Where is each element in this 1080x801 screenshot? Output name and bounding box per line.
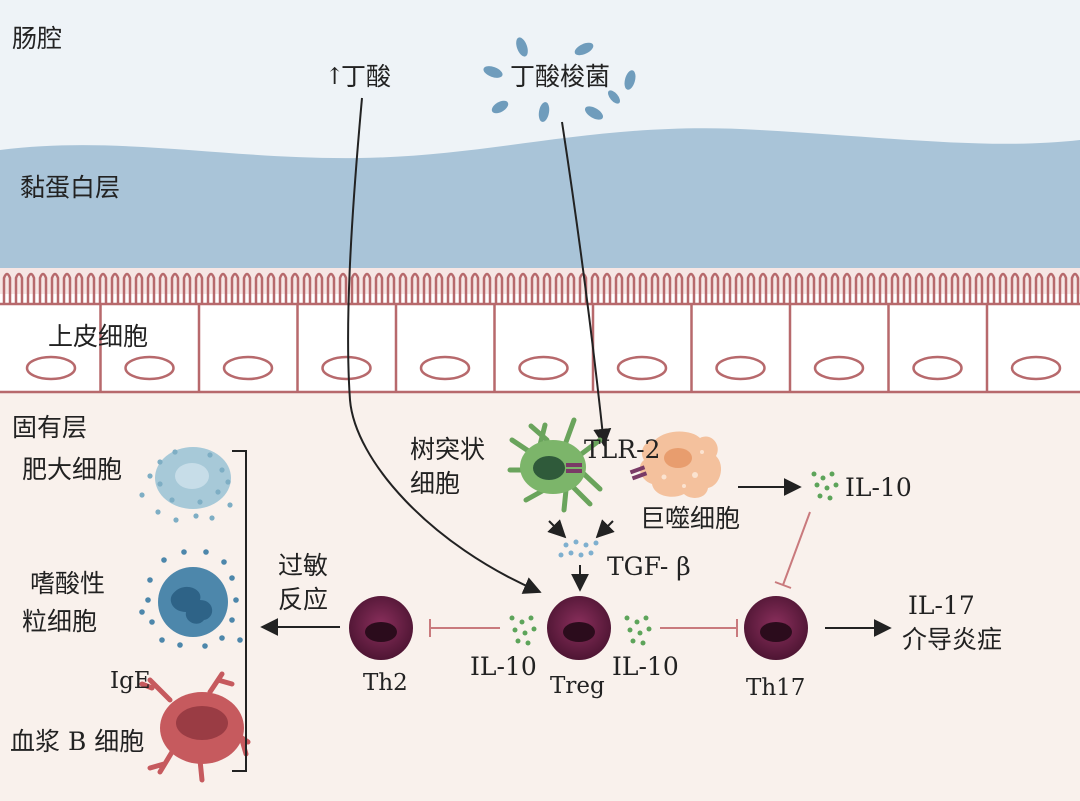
treg-label: Treg — [550, 673, 605, 699]
inhibition-lines — [429, 511, 811, 637]
bacteria-to-tlr2-arrow — [561, 121, 612, 447]
eosinophil-label-2: 粒细胞 — [22, 607, 97, 636]
th2-label: Th2 — [363, 670, 408, 696]
lamina-propria-label: 固有层 — [12, 413, 87, 442]
butyrate-bacteria — [483, 37, 636, 122]
tgf-beta-dots — [558, 539, 599, 558]
il10-right-label: IL-10 — [612, 652, 679, 681]
il17-label: IL-17 — [908, 591, 975, 620]
butyrate-up-arrow-icon: ↑ — [325, 64, 344, 90]
plasma-b-label: 血浆 B 细胞 — [10, 727, 144, 756]
il10-macrophage-label: IL-10 — [845, 473, 912, 502]
dendritic-label-2: 细胞 — [410, 469, 460, 498]
eosinophil — [139, 549, 243, 649]
epithelium — [0, 268, 1080, 394]
dendritic-cell — [507, 417, 603, 513]
allergy-label-2: 反应 — [278, 585, 328, 614]
macrophage — [629, 431, 722, 498]
tgf-beta-label: TGF- β — [607, 552, 691, 581]
il10-dots-right — [624, 615, 652, 646]
epithelium-label: 上皮细胞 — [48, 322, 148, 351]
mucus-layer — [0, 128, 1080, 285]
lumen-label: 肠腔 — [12, 24, 62, 53]
butyrate-to-treg-arrow — [347, 97, 542, 594]
il10-left-label: IL-10 — [470, 652, 537, 681]
th17-cell — [744, 596, 808, 660]
plasma-b-cell — [139, 671, 251, 783]
eosinophil-label-1: 嗜酸性 — [30, 569, 105, 598]
il10-dots-left — [509, 615, 537, 646]
inflammation-label: 介导炎症 — [902, 625, 1002, 654]
mast-cell-label: 肥大细胞 — [22, 455, 122, 484]
dc-to-tgf-arrow — [547, 519, 567, 539]
macrophage-label: 巨噬细胞 — [640, 504, 740, 533]
allergy-label-1: 过敏 — [278, 551, 328, 580]
th17-label: Th17 — [746, 675, 805, 701]
il10-dots-macrophage — [811, 471, 839, 501]
mac-to-tgf-arrow — [595, 519, 615, 539]
mucus-label: 黏蛋白层 — [20, 173, 120, 202]
mast-cell — [139, 447, 233, 523]
bacteria-label: 丁酸梭菌 — [510, 62, 610, 91]
dendritic-label-1: 树突状 — [410, 435, 485, 464]
tlr2-label: TLR-2 — [584, 435, 660, 464]
th2-cell — [349, 596, 413, 660]
butyrate-label: 丁酸 — [341, 62, 391, 91]
treg-cell — [547, 596, 611, 660]
cell-group-bracket — [232, 450, 247, 772]
ige-label: IgE — [110, 668, 151, 694]
